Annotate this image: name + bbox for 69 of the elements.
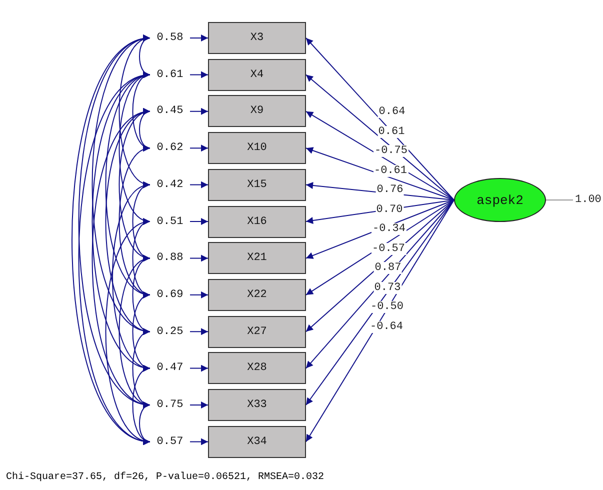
latent-variable-ellipse: aspek2 [454,178,546,222]
covariance-curve [139,403,150,444]
arrow [190,254,208,262]
covariance-curve [132,293,150,370]
loading-arrow [306,200,454,296]
observed-variable-box: X34 [208,426,306,458]
observed-variable-box: X21 [208,242,306,274]
error-variance-value: 0.58 [151,31,189,45]
covariance-curve [92,110,150,406]
covariance-curve [118,146,150,296]
arrow [190,364,208,372]
edge-label: -0.50 [370,301,404,313]
error-variance-value: 0.47 [151,361,189,376]
arrow [190,144,208,152]
arrow [190,402,208,408]
error-variance-value: 0.25 [151,324,189,339]
edge-label: -0.75 [374,145,408,157]
fit-statistics-caption: Chi-Square=37.65, df=26, P-value=0.06521, RMSEA=0.032 [6,472,324,483]
arrow [190,328,208,336]
arrow [190,71,208,78]
covariance-curve [118,73,150,223]
observed-variable-box: X15 [208,168,306,201]
loading-arrow [306,110,454,200]
edge-label: 0.76 [376,184,404,196]
error-variance-value: 0.62 [151,141,189,156]
edge-label: -0.57 [371,242,406,254]
observed-variable-box: X28 [208,352,306,384]
error-variance-value: 0.57 [151,434,189,449]
edge-label: -0.61 [373,164,408,176]
edge-label: 0.64 [378,106,406,118]
arrow [190,108,208,115]
observed-variable-box: X33 [208,389,306,421]
error-variance-value: 0.42 [151,178,189,192]
observed-variable-box: X27 [208,316,306,348]
loading-arrow [306,200,454,406]
edge-label: 0.87 [374,262,402,274]
arrow [190,181,208,188]
arrow [190,291,208,298]
edge-label: 0.61 [377,126,406,138]
covariance-curve [118,256,150,406]
covariance-curve [72,36,150,443]
observed-variable-box: X16 [208,206,306,238]
error-variance-value: 0.61 [151,68,189,82]
observed-variable-box: X9 [208,95,306,128]
edge-label: -0.34 [372,223,406,235]
covariance-curve [112,184,150,370]
arrow [190,34,208,42]
error-variance-value: 0.88 [151,251,189,266]
observed-variable-box: X10 [208,132,306,164]
observed-variable-box: X22 [208,278,306,311]
loading-arrow [306,200,454,369]
arrow [190,218,208,225]
edge-label: 0.70 [375,204,404,216]
loading-arrow [306,74,454,200]
covariance-curve [105,220,150,443]
arrow [190,438,208,446]
covariance-curve [118,36,150,186]
observed-variable-box: X3 [208,22,306,54]
loading-arrow [306,200,454,442]
loading-arrow [306,38,454,200]
error-variance-value: 0.75 [151,398,189,412]
error-variance-value: 0.69 [151,288,189,302]
covariance-curve [78,74,150,443]
error-variance-value: 0.45 [151,104,189,118]
loading-arrow [306,147,454,200]
error-variance-value: 0.51 [151,214,189,228]
edge-label: 0.73 [373,282,402,294]
edge-label: -0.64 [369,320,404,332]
observed-variable-box: X4 [208,58,306,91]
